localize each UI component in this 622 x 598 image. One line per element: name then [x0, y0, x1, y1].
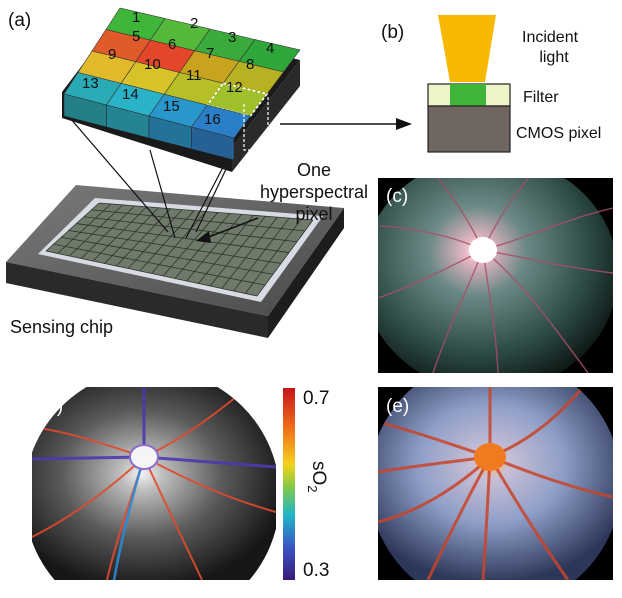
- chip-grid-line: [198, 215, 254, 284]
- panel-label-d: (d): [40, 396, 64, 417]
- mosaic-side: [232, 60, 300, 172]
- chip-grid-line: [45, 250, 258, 297]
- chip-grid-line: [61, 236, 274, 275]
- filter-number: 10: [144, 56, 161, 73]
- filter-number: 15: [163, 98, 180, 115]
- chip-grid-line: [209, 215, 266, 287]
- chip-grid-line: [186, 214, 242, 282]
- filter-number: 14: [122, 86, 139, 103]
- filter-cell-front: [191, 126, 235, 161]
- chip-grid-line: [69, 204, 124, 257]
- filter-number: 3: [228, 29, 237, 46]
- pixel-pointer-head: [196, 231, 211, 243]
- panel-d-oxygen-map: [32, 387, 276, 580]
- colorbar-max: 0.7: [303, 388, 330, 409]
- incident-light-label: Incident light: [522, 28, 586, 68]
- colorbar-label: sO2: [299, 461, 329, 501]
- filter-number: 6: [168, 36, 177, 53]
- filter-number: 12: [226, 79, 243, 96]
- filter-number: 1: [132, 9, 141, 26]
- chip-grid-line: [92, 206, 147, 262]
- panel-e-fundus-image: [378, 387, 613, 580]
- pixel-label-line2: hyperspectral: [259, 181, 369, 202]
- panel-label-e: (e): [386, 396, 410, 417]
- chip-grid-line: [221, 216, 278, 289]
- sensing-chip-grid-area: [46, 203, 313, 296]
- panel-label-b: (b): [381, 22, 405, 43]
- chip-grid-line: [244, 218, 302, 294]
- pixel-pointer: [205, 217, 259, 239]
- arrow-to-b-head: [396, 118, 412, 130]
- cmos-pixel-label: CMOS pixel: [516, 125, 602, 142]
- chip-grid-line: [76, 223, 290, 253]
- filter-number: 11: [186, 67, 202, 84]
- sensing-chip-front: [6, 262, 268, 338]
- filter-number: 7: [206, 45, 215, 62]
- filter-number: 9: [108, 46, 117, 63]
- chip-grid-line: [139, 210, 195, 272]
- chip-grid-line: [91, 209, 306, 232]
- filter-number: 8: [246, 56, 255, 73]
- colorbar-label-main: sO: [308, 461, 329, 486]
- panel-label-a: (a): [8, 10, 32, 31]
- cmos-pixel-block: [427, 105, 511, 153]
- hyperspectral-pixel-label: One hyperspectral pixel: [248, 160, 380, 226]
- incident-label-line2: light: [539, 49, 569, 66]
- chip-grid-line: [104, 207, 159, 264]
- chip-grid-line: [45, 202, 100, 252]
- chip-grid-line: [116, 208, 171, 267]
- sensing-chip-label: Sensing chip: [10, 317, 114, 337]
- filter-label: Filter: [523, 89, 559, 106]
- chip-grid-line: [162, 212, 219, 277]
- incident-label-line1: Incident: [522, 29, 579, 46]
- chip-grid-line: [174, 213, 231, 279]
- chip-grid-line: [127, 209, 183, 269]
- colorbar-label-sub: 2: [305, 485, 321, 493]
- chip-grid-line: [53, 243, 266, 286]
- panel-c-fundus-image: [378, 178, 613, 373]
- filter-number: 5: [132, 28, 141, 45]
- pixel-label-line1: One: [296, 160, 332, 180]
- pixel-label-line3: pixel: [295, 203, 333, 224]
- filter-transmitted: [450, 84, 486, 106]
- chip-grid-line: [80, 205, 135, 259]
- incident-light-beam: [438, 15, 496, 82]
- chip-grid-line: [256, 219, 314, 297]
- panel-label-c: (c): [386, 186, 409, 207]
- filter-number: 2: [190, 15, 199, 32]
- colorbar-min: 0.3: [303, 560, 330, 581]
- so2-colorbar: [283, 388, 295, 580]
- filter-number: 4: [266, 40, 275, 57]
- sensing-chip-grid: [45, 202, 314, 297]
- chip-grid-line: [68, 230, 282, 264]
- filter-number: 16: [204, 111, 221, 128]
- filter-number: 13: [82, 75, 99, 92]
- chip-grid-line: [57, 203, 112, 254]
- filter-mosaic: [62, 7, 301, 172]
- sensing-chip-side: [268, 208, 344, 338]
- chip-grid-line: [233, 217, 290, 292]
- chip-grid-line: [151, 211, 207, 274]
- pixel-12-outline: [243, 96, 269, 151]
